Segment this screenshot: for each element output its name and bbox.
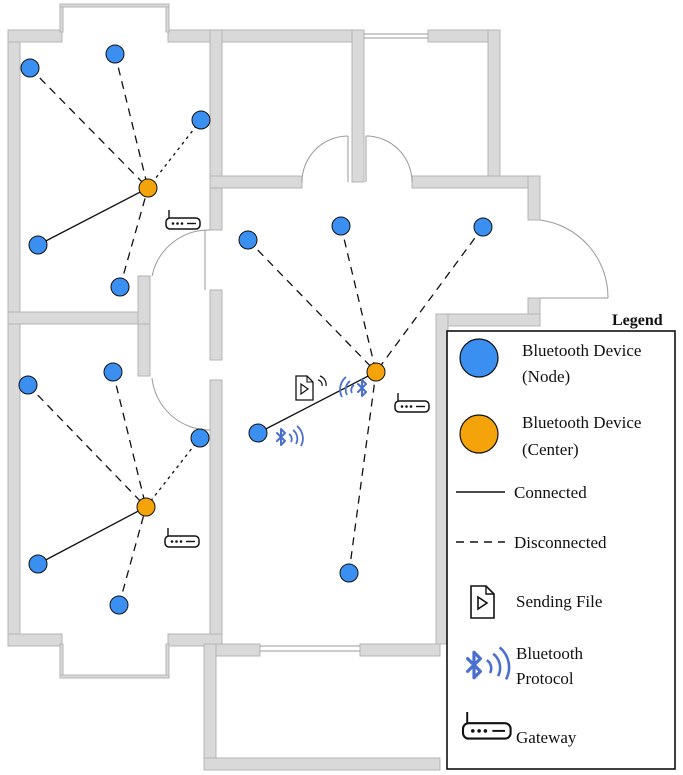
wall-bl-bottom-b xyxy=(167,633,223,647)
node-icon xyxy=(109,595,129,615)
wall-bl-bottom-a xyxy=(7,633,63,647)
wall-bm-left xyxy=(203,643,217,771)
node-icon xyxy=(248,423,268,443)
bay-left xyxy=(59,3,64,33)
wall-top-mid xyxy=(221,29,353,43)
legend-gateway-label: Gateway xyxy=(516,728,577,747)
bay-bottom-right xyxy=(165,643,170,679)
bay-top xyxy=(59,3,170,8)
bluetooth-icon xyxy=(276,425,304,447)
node-icon xyxy=(110,277,130,297)
bay-right xyxy=(165,3,170,33)
node-icon xyxy=(191,110,211,130)
door-arc-right xyxy=(539,219,609,299)
legend-title: Legend xyxy=(612,312,663,329)
node-icon xyxy=(238,230,258,250)
gateway-icon xyxy=(165,209,201,230)
gateway-icon xyxy=(394,392,430,413)
wall-living-left-c xyxy=(209,379,223,657)
legend: Legend Bluetooth Device (Node) Bluetooth… xyxy=(446,312,676,770)
node-icon xyxy=(20,58,40,78)
door-arc-mid-right xyxy=(365,135,413,183)
node-icon xyxy=(331,216,351,236)
wall-right-upper xyxy=(487,29,501,183)
door-arc-hall-bottom xyxy=(151,377,211,431)
node-icon xyxy=(339,563,359,583)
node-icon xyxy=(18,375,38,395)
legend-center-label-1: Bluetooth Device xyxy=(522,413,641,432)
wall-tl-right xyxy=(209,29,223,181)
node-icon xyxy=(103,362,123,382)
bluetooth-icon xyxy=(339,376,367,398)
center-icon xyxy=(138,178,158,198)
gateway-icon xyxy=(164,527,200,548)
legend-node-label-2: (Node) xyxy=(522,367,570,386)
wall-bm-top-b xyxy=(359,643,441,657)
node-icon xyxy=(190,428,210,448)
cluster-living-room xyxy=(238,216,493,583)
legend-file-icon xyxy=(470,585,495,619)
cluster-bottom-left xyxy=(18,362,210,615)
door-arc-mid-left xyxy=(301,135,349,183)
wall-legend-top xyxy=(435,313,541,327)
node-icon xyxy=(473,217,493,237)
wall-right-door-top xyxy=(527,175,541,221)
walls xyxy=(7,3,541,771)
wall-left-lower xyxy=(7,323,21,647)
wall-top-tl-a xyxy=(7,29,63,43)
legend-protocol-label-1: Bluetooth xyxy=(516,644,584,663)
wall-hall-a xyxy=(137,275,151,325)
wall-tl-bottom xyxy=(7,311,151,325)
door-arc-hall-top xyxy=(151,229,211,277)
legend-file-label: Sending File xyxy=(516,592,602,611)
wall-hall-b xyxy=(137,323,151,377)
wall-left-upper xyxy=(7,29,21,325)
wall-corridor-b xyxy=(411,175,541,189)
node-icon xyxy=(28,235,48,255)
wall-mid-divider xyxy=(351,29,365,183)
bay-bottom-left xyxy=(59,643,64,679)
legend-node-label-1: Bluetooth Device xyxy=(522,341,641,360)
legend-connected-label: Connected xyxy=(514,483,587,502)
windows-doors xyxy=(151,33,609,652)
wall-living-left-a xyxy=(209,187,223,231)
legend-disconnected-label: Disconnected xyxy=(514,533,607,552)
legend-box xyxy=(446,330,676,770)
center-icon xyxy=(366,362,386,382)
legend-protocol-label-2: Protocol xyxy=(516,669,574,688)
node-icon xyxy=(105,44,125,64)
center-icon xyxy=(136,497,156,517)
legend-bluetooth-icon xyxy=(466,646,511,681)
bay-bottom-base xyxy=(59,674,170,679)
node-icon xyxy=(28,554,48,574)
cluster-top-left xyxy=(20,44,211,297)
legend-center-label-2: (Center) xyxy=(522,440,579,459)
wall-bm-bottom xyxy=(203,757,441,771)
wall-corridor-a xyxy=(209,175,303,189)
legend-node-icon xyxy=(459,338,499,378)
legend-center-icon xyxy=(459,414,499,454)
file-icon xyxy=(295,375,327,401)
wall-living-left-b xyxy=(209,289,223,361)
